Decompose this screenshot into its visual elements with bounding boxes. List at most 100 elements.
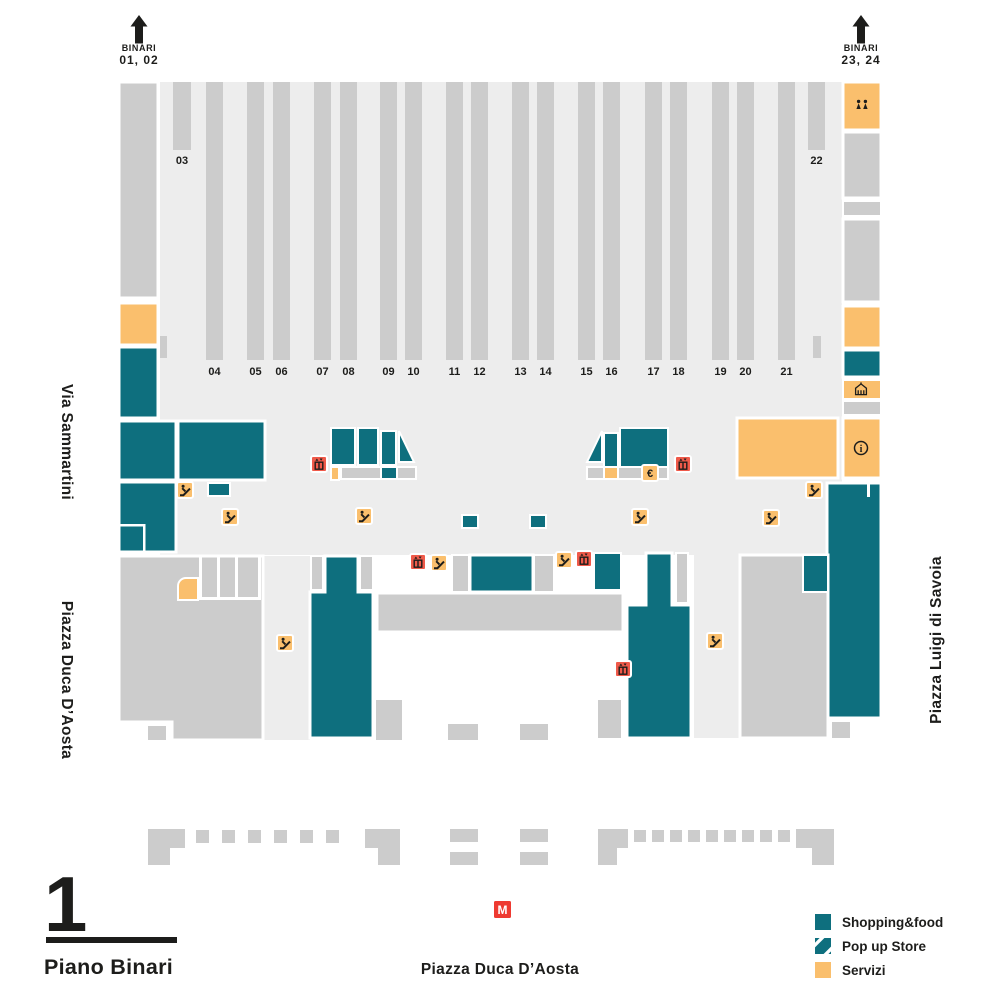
shop-block bbox=[117, 480, 178, 554]
platform-03-label: 03 bbox=[176, 155, 188, 167]
building-block bbox=[359, 555, 374, 591]
shop-block bbox=[625, 551, 693, 740]
platform-03-strip bbox=[173, 82, 191, 150]
platform-10-strip bbox=[405, 82, 422, 360]
shop-block bbox=[207, 482, 231, 497]
building-block bbox=[520, 724, 548, 740]
legend-label-popup: Pop up Store bbox=[842, 939, 926, 954]
service-block bbox=[735, 416, 840, 480]
up-arrow-icon bbox=[130, 15, 148, 44]
platform-07-strip bbox=[314, 82, 331, 360]
exit-label: BINARI bbox=[844, 43, 879, 53]
metro-letter: M bbox=[498, 903, 508, 917]
shop-block bbox=[380, 466, 398, 480]
divider-line bbox=[217, 556, 220, 600]
service-info-block bbox=[841, 416, 883, 480]
platform-08-strip bbox=[340, 82, 357, 360]
platform-11-strip bbox=[446, 82, 463, 360]
platform-20-label: 20 bbox=[739, 366, 751, 378]
title-underline bbox=[46, 937, 177, 943]
service-block bbox=[330, 466, 340, 481]
building-block bbox=[376, 700, 402, 740]
shop-block bbox=[585, 430, 603, 463]
exit-label: BINARI bbox=[122, 43, 157, 53]
exit-tracks: 23, 24 bbox=[841, 53, 880, 67]
facility-icons: i€ bbox=[176, 99, 869, 678]
shop-block bbox=[117, 419, 178, 482]
platform-09-label: 09 bbox=[382, 366, 394, 378]
euro-icon: € bbox=[641, 464, 659, 482]
building-block bbox=[117, 554, 265, 742]
shop-block bbox=[357, 427, 379, 466]
building-block bbox=[340, 466, 417, 480]
floor-name: Piano Binari bbox=[44, 955, 173, 979]
platform-15-label: 15 bbox=[580, 366, 592, 378]
shop-block bbox=[398, 430, 416, 463]
elevator-icon bbox=[409, 553, 427, 571]
escalator-icon bbox=[276, 634, 294, 652]
escalator-icon bbox=[805, 481, 823, 499]
legend-label-shopping: Shopping&food bbox=[842, 915, 943, 930]
elevator-icon bbox=[575, 550, 593, 568]
platform-stub bbox=[813, 336, 821, 358]
platform-13-strip bbox=[512, 82, 529, 360]
shop-block bbox=[461, 514, 479, 529]
platform-10-label: 10 bbox=[407, 366, 419, 378]
elevator-icon bbox=[674, 455, 692, 473]
platform-17-label: 17 bbox=[647, 366, 659, 378]
platform-22-strip bbox=[808, 82, 825, 150]
building-block bbox=[533, 554, 555, 593]
platform-18-strip bbox=[670, 82, 687, 360]
platform-19-strip bbox=[712, 82, 729, 360]
building-block bbox=[451, 554, 470, 593]
shop-block bbox=[619, 427, 669, 468]
info-icon: i bbox=[853, 440, 869, 456]
exit-tracks: 01, 02 bbox=[119, 53, 158, 67]
shop-block bbox=[117, 345, 160, 420]
street-label-piazza-luigi-di-savoia: Piazza Luigi di Savoia bbox=[928, 556, 945, 724]
service-block bbox=[841, 80, 883, 132]
service-block bbox=[177, 577, 199, 601]
elevator-icon bbox=[310, 455, 328, 473]
platform-12-label: 12 bbox=[473, 366, 485, 378]
building-block bbox=[598, 700, 621, 738]
platform-stub bbox=[160, 336, 167, 358]
escalator-icon bbox=[355, 507, 373, 525]
platform-05-label: 05 bbox=[249, 366, 261, 378]
escalator-icon bbox=[762, 509, 780, 527]
escalator-icon bbox=[555, 551, 573, 569]
service-block bbox=[603, 466, 619, 480]
facade-dashed-wall bbox=[148, 829, 834, 865]
divider-line bbox=[235, 556, 238, 600]
platform-09-strip bbox=[380, 82, 397, 360]
platform-04-strip bbox=[206, 82, 223, 360]
up-arrow-icon bbox=[852, 15, 870, 44]
floor-number: 1 bbox=[44, 860, 87, 948]
escalator-icon bbox=[176, 481, 194, 499]
escalator-icon bbox=[631, 508, 649, 526]
people-icon bbox=[856, 99, 868, 109]
platform-16-label: 16 bbox=[605, 366, 617, 378]
svg-text:€: € bbox=[647, 468, 653, 480]
escalator-icon bbox=[430, 554, 448, 572]
metro-icon: M bbox=[494, 901, 511, 918]
street-label-piazza-duca-daosta-bottom: Piazza Duca D’Aosta bbox=[421, 961, 579, 978]
building-block bbox=[841, 130, 883, 200]
divider-line bbox=[143, 524, 146, 552]
platform-15-strip bbox=[578, 82, 595, 360]
platform-16-strip bbox=[603, 82, 620, 360]
platform-19-label: 19 bbox=[714, 366, 726, 378]
legend: Shopping&food Pop up Store Servizi bbox=[815, 914, 943, 978]
street-label-piazza-duca-daosta-left: Piazza Duca D’Aosta bbox=[58, 601, 75, 759]
platform-06-label: 06 bbox=[275, 366, 287, 378]
platform-05-strip bbox=[247, 82, 264, 360]
shop-block bbox=[468, 553, 535, 594]
shop-block bbox=[330, 427, 356, 466]
platform-12-strip bbox=[471, 82, 488, 360]
building-block bbox=[675, 552, 689, 604]
escalator-icon bbox=[221, 508, 239, 526]
exit-top-right: BINARI 23, 24 bbox=[841, 15, 880, 67]
legend-swatch-servizi bbox=[815, 962, 831, 978]
